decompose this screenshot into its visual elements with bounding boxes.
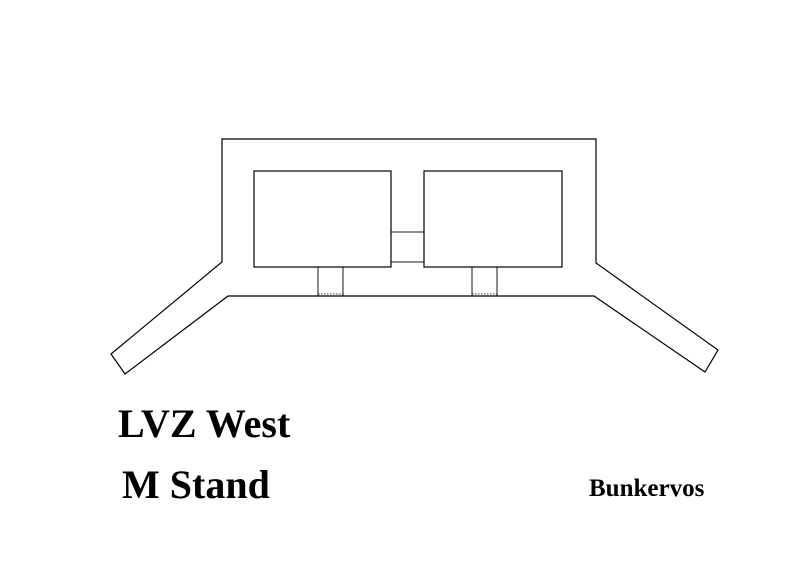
room-left — [253, 170, 392, 268]
title-line-1: LVZ West — [118, 401, 291, 446]
room-right — [423, 170, 563, 268]
entrance-right — [471, 267, 498, 296]
entrance-left — [317, 267, 344, 296]
outer-wall — [110, 138, 719, 375]
connecting-passage — [390, 231, 425, 263]
credit-label: Bunkervos — [589, 475, 705, 502]
title-line-2: M Stand — [122, 462, 270, 507]
